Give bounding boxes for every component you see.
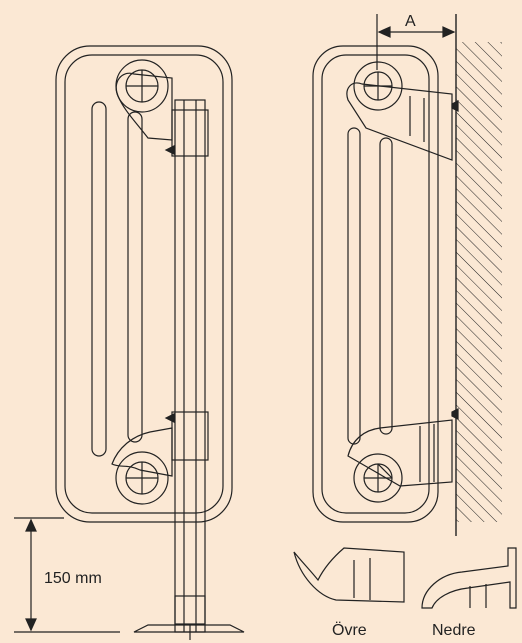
height-dimension-label: 150 mm [44, 570, 102, 587]
upper-hook-bracket [115, 72, 173, 141]
lower-clamp [171, 411, 209, 461]
lower-wall-bracket [347, 419, 453, 487]
lower-bracket-detail [421, 547, 517, 609]
upper-bracket-detail [293, 547, 405, 603]
radiator-side-view [312, 45, 459, 523]
floor-plate [133, 624, 245, 633]
lower-bracket-label: Nedre [432, 622, 476, 639]
side-column-slot-2 [379, 137, 393, 435]
column-slot-2 [127, 111, 143, 443]
upper-wall-bracket [346, 82, 453, 161]
upper-bracket-label: Övre [332, 621, 367, 639]
dimension-a-label: A [405, 13, 416, 30]
side-top-nipple [353, 61, 403, 111]
radiator-inner-outline [64, 54, 224, 514]
column-slot-1 [91, 101, 107, 457]
dimension-a [376, 14, 456, 70]
wall-hatching [456, 42, 502, 522]
side-column-slot-1 [347, 127, 361, 445]
side-bottom-nipple [353, 453, 403, 503]
radiator-outer-outline [55, 45, 233, 523]
bottom-nipple [115, 451, 169, 505]
radiator-side-outer-outline [312, 45, 439, 523]
floor-leg-tube [174, 99, 206, 633]
upper-clamp [171, 109, 209, 157]
height-dimension [14, 517, 120, 633]
radiator-front-view [55, 45, 245, 640]
radiator-side-inner-outline [321, 54, 430, 514]
